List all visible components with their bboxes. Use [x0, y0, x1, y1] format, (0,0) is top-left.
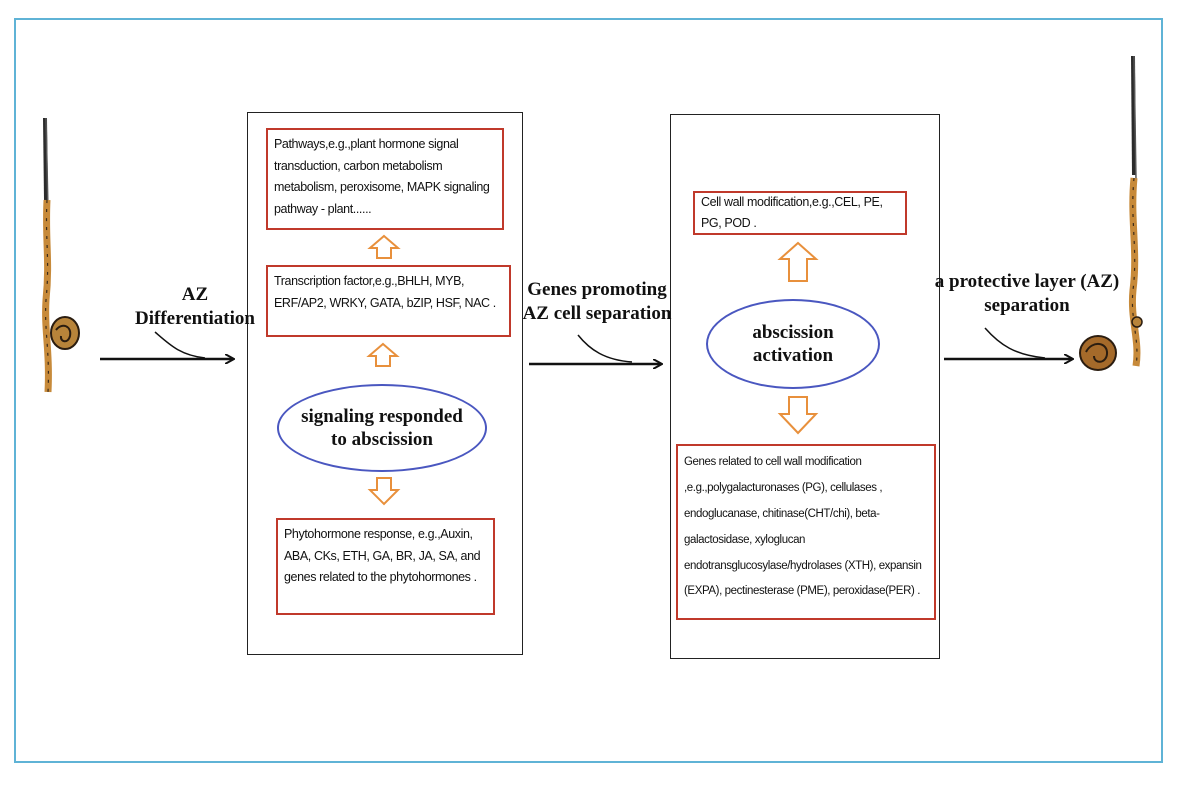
orange-arrow-down-1	[367, 477, 401, 506]
abscission-line-2: activation	[752, 345, 834, 366]
outer-frame	[14, 18, 1163, 763]
label-protective-layer: a protective layer (AZ) separation	[932, 270, 1122, 318]
signaling-line-2: to abscission	[331, 429, 433, 450]
left-stem-illustration	[42, 117, 52, 393]
genes-related-box: Genes related to cell wall modification …	[676, 444, 936, 620]
label-az-differentiation: AZ Differentiation	[130, 283, 260, 331]
az-cell-separation-text: AZ cell separation	[522, 302, 672, 324]
protective-layer-text: a protective layer (AZ)	[934, 271, 1120, 292]
abscission-line-1: abscission	[752, 321, 834, 343]
differentiation-text: Differentiation	[135, 307, 255, 329]
genes-promoting-text: Genes promoting	[527, 279, 667, 300]
separation-text: separation	[984, 294, 1070, 316]
left-pod-illustration	[50, 316, 80, 350]
orange-arrow-up-2	[366, 342, 400, 367]
right-pod-illustration	[1079, 335, 1117, 371]
label-genes-promoting: Genes promoting AZ cell separation	[522, 278, 672, 326]
cell-wall-box: Cell wall modification,e.g.,CEL, PE, PG,…	[693, 191, 907, 235]
az-text: AZ	[181, 284, 209, 305]
leader-genes-promoting	[577, 334, 633, 363]
orange-arrow-down-2	[777, 396, 819, 435]
pathways-box: Pathways,e.g.,plant hormone signal trans…	[266, 128, 504, 230]
phytohormone-box: Phytohormone response, e.g.,Auxin, ABA, …	[276, 518, 495, 615]
right-stem-illustration	[1128, 55, 1143, 367]
transcription-factor-box: Transcription factor,e.g.,BHLH, MYB, ERF…	[266, 265, 511, 337]
leader-differentiation	[154, 331, 206, 359]
orange-arrow-up-1	[367, 234, 401, 259]
leader-separation	[984, 327, 1046, 359]
orange-arrow-up-3	[777, 241, 819, 282]
signaling-line-1: signaling responded	[301, 405, 463, 427]
